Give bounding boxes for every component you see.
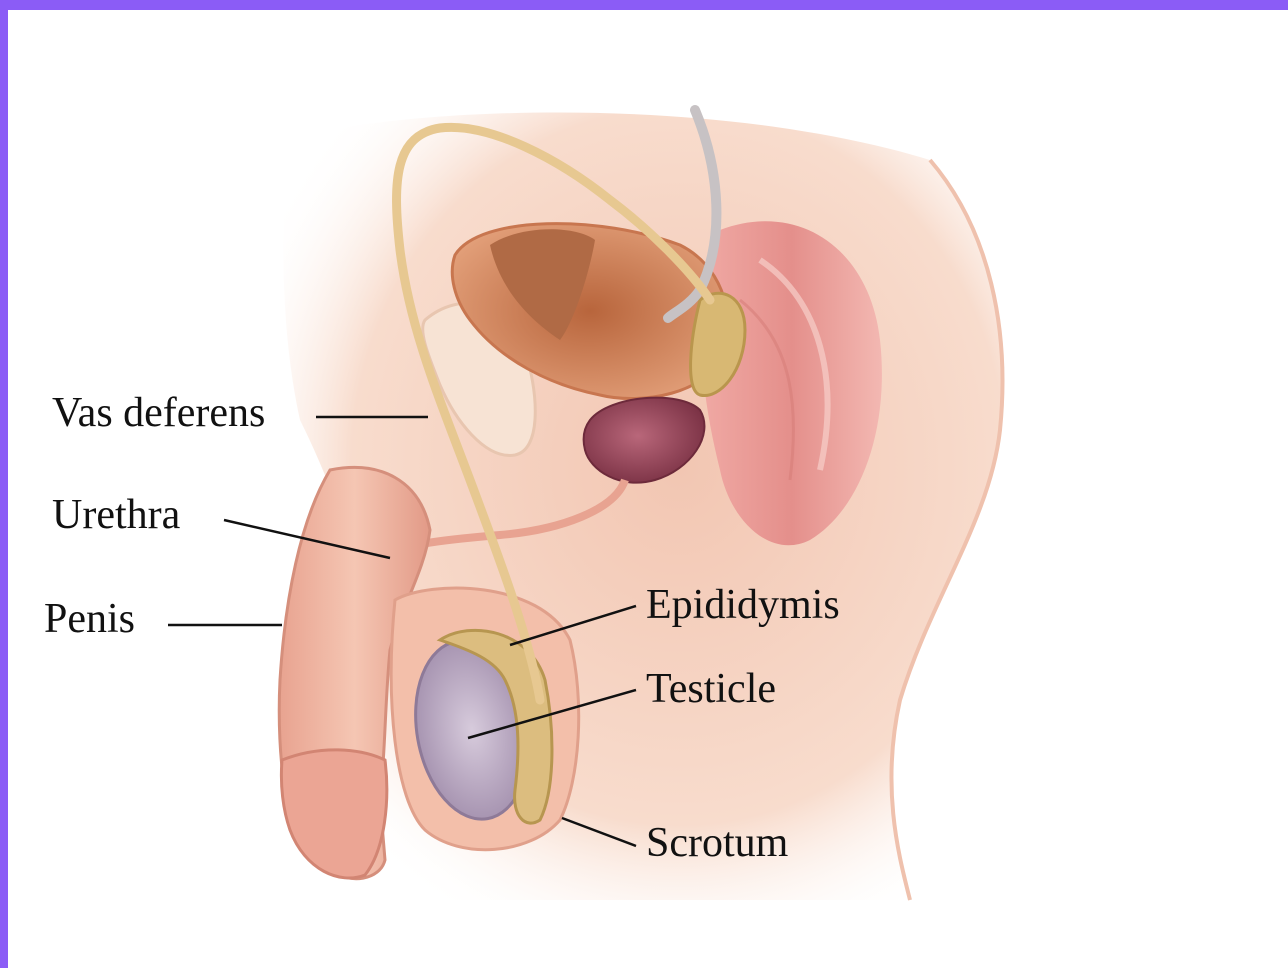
label-testicle: Testicle — [646, 668, 776, 710]
label-penis: Penis — [44, 598, 135, 640]
label-scrotum: Scrotum — [646, 822, 788, 864]
label-vas-deferens: Vas deferens — [52, 392, 265, 434]
label-urethra: Urethra — [52, 494, 180, 536]
label-epididymis: Epididymis — [646, 584, 840, 626]
